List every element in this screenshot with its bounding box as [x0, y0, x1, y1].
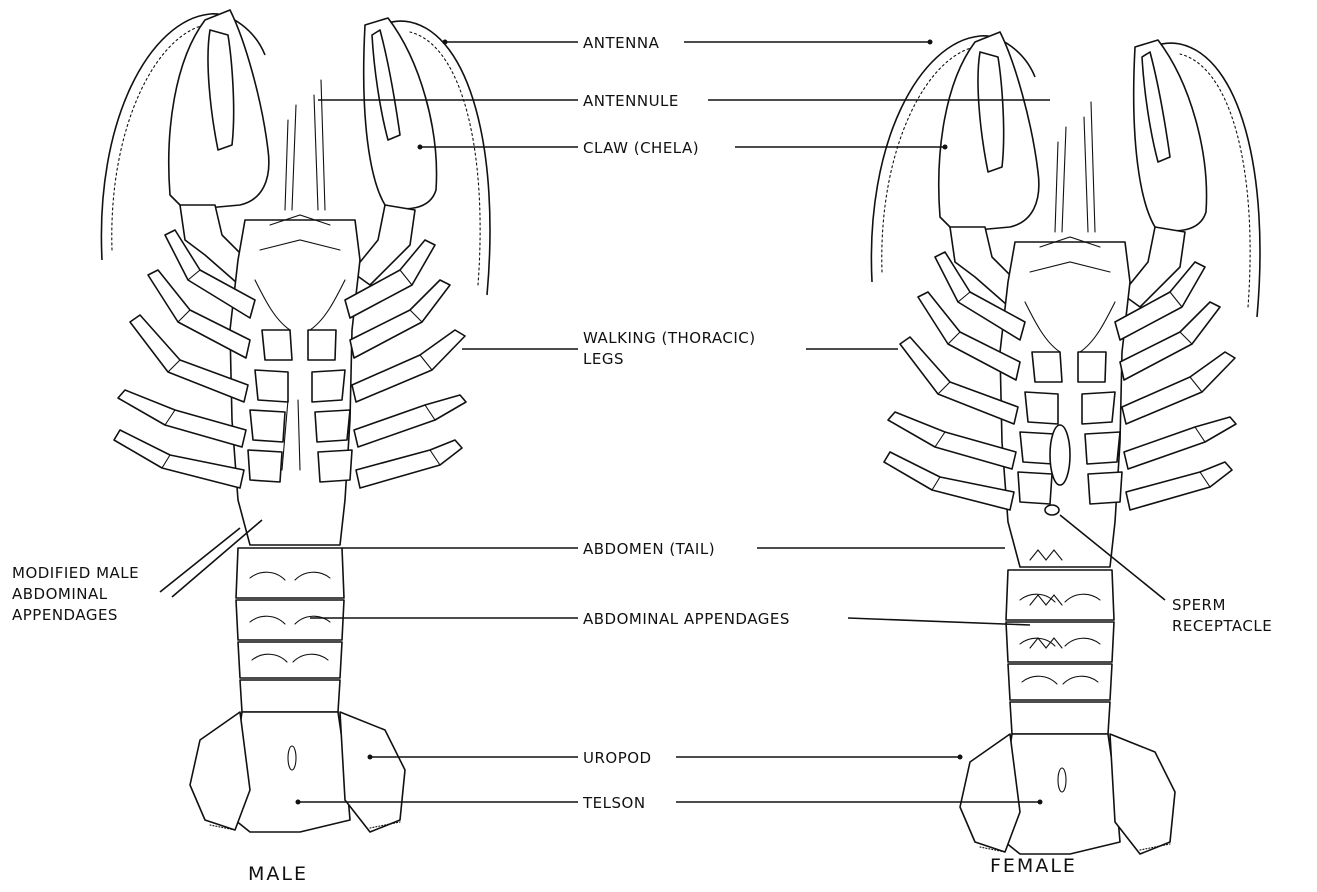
captions: MALE FEMALE [248, 855, 1077, 885]
label-antenna: ANTENNA [583, 34, 660, 52]
label-antennule: ANTENNULE [583, 92, 679, 110]
label-modified-male-3: APPENDAGES [12, 606, 118, 624]
label-uropod: UROPOD [583, 749, 652, 767]
male-crayfish-illustration [101, 10, 490, 832]
female-crayfish-illustration [871, 32, 1260, 854]
label-sperm-receptacle: SPERM [1172, 596, 1226, 614]
label-telson: TELSON [582, 794, 646, 812]
label-modified-male: MODIFIED MALE [12, 564, 139, 582]
label-sperm-receptacle-2: RECEPTACLE [1172, 617, 1272, 635]
label-claw: CLAW (CHELA) [583, 139, 699, 157]
caption-male: MALE [248, 863, 308, 885]
label-abdominal-appendages: ABDOMINAL APPENDAGES [583, 610, 790, 628]
label-walking-legs-2: LEGS [583, 350, 624, 368]
label-abdomen: ABDOMEN (TAIL) [583, 540, 715, 558]
caption-female: FEMALE [990, 855, 1077, 877]
label-modified-male-2: ABDOMINAL [12, 585, 108, 603]
label-walking-legs: WALKING (THORACIC) [583, 329, 756, 347]
